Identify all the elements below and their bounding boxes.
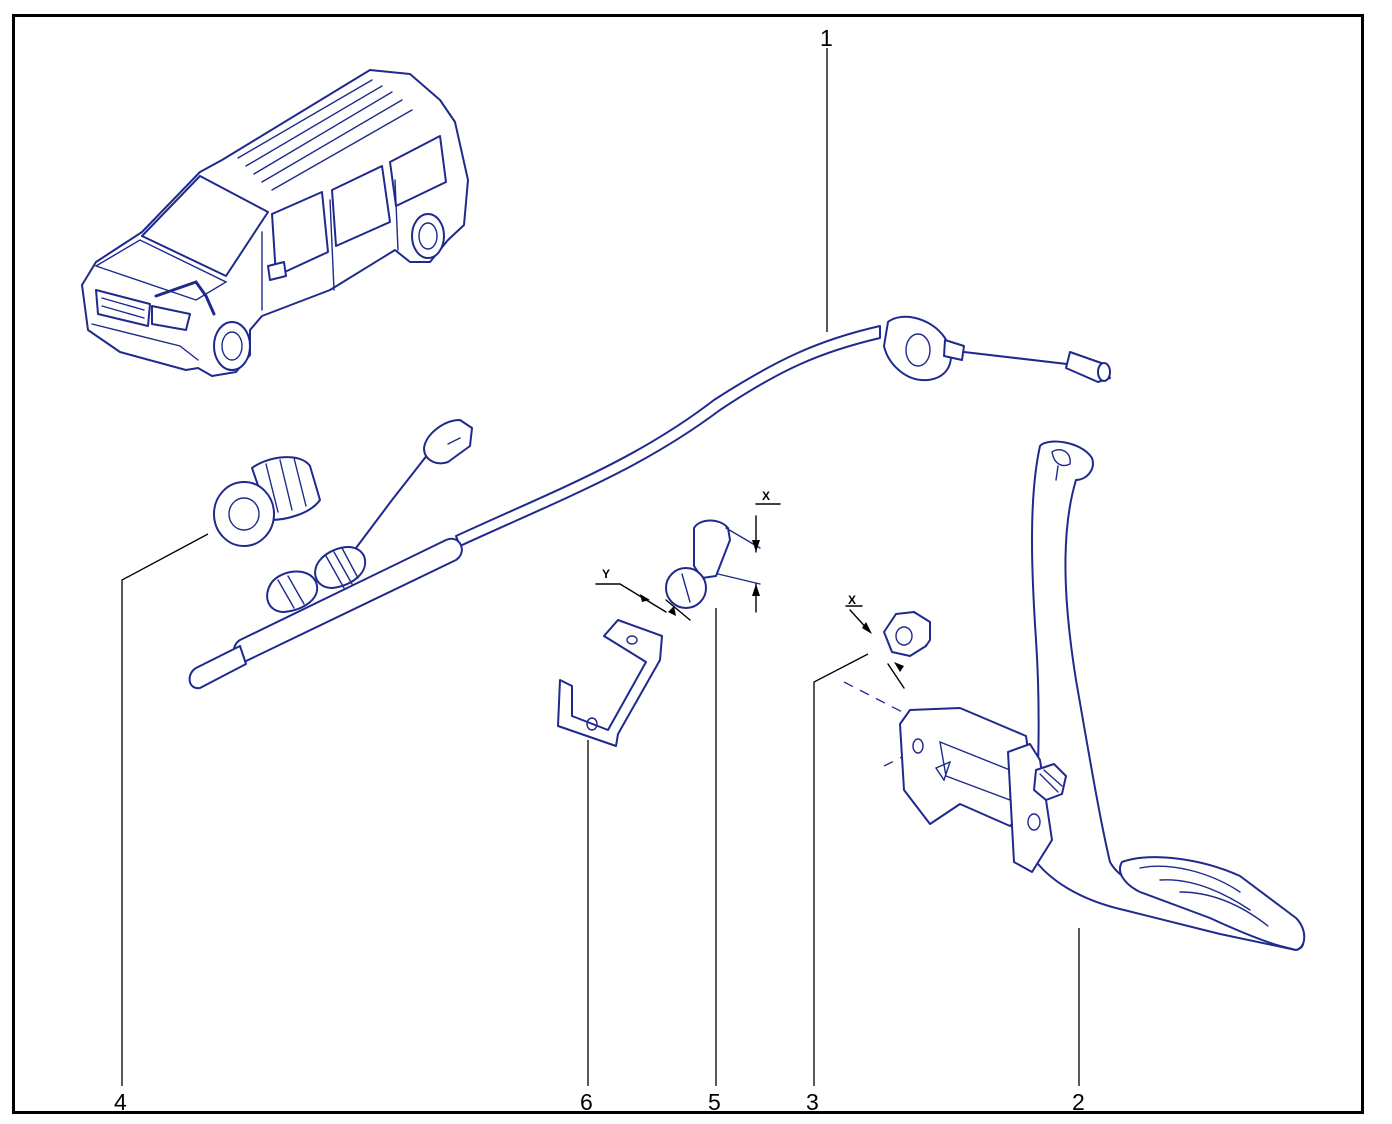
grommet bbox=[213, 456, 321, 547]
clip-dimension-x-label: X bbox=[762, 489, 770, 503]
accelerator-cable bbox=[188, 315, 1111, 690]
bracket bbox=[557, 619, 663, 747]
callout-2: 2 bbox=[1072, 1089, 1085, 1115]
nut-dimension-x-label: X bbox=[848, 593, 856, 607]
callout-3: 3 bbox=[806, 1089, 819, 1115]
clip bbox=[595, 503, 781, 621]
leader-lines bbox=[121, 48, 1080, 1086]
callout-4: 4 bbox=[114, 1089, 127, 1115]
callout-5: 5 bbox=[708, 1089, 721, 1115]
nut bbox=[843, 605, 931, 767]
accelerator-pedal bbox=[899, 440, 1306, 951]
callout-6: 6 bbox=[580, 1089, 593, 1115]
clip-dimension-y-label: Y bbox=[602, 567, 610, 581]
vehicle-illustration bbox=[81, 69, 469, 377]
callout-1: 1 bbox=[820, 25, 833, 51]
